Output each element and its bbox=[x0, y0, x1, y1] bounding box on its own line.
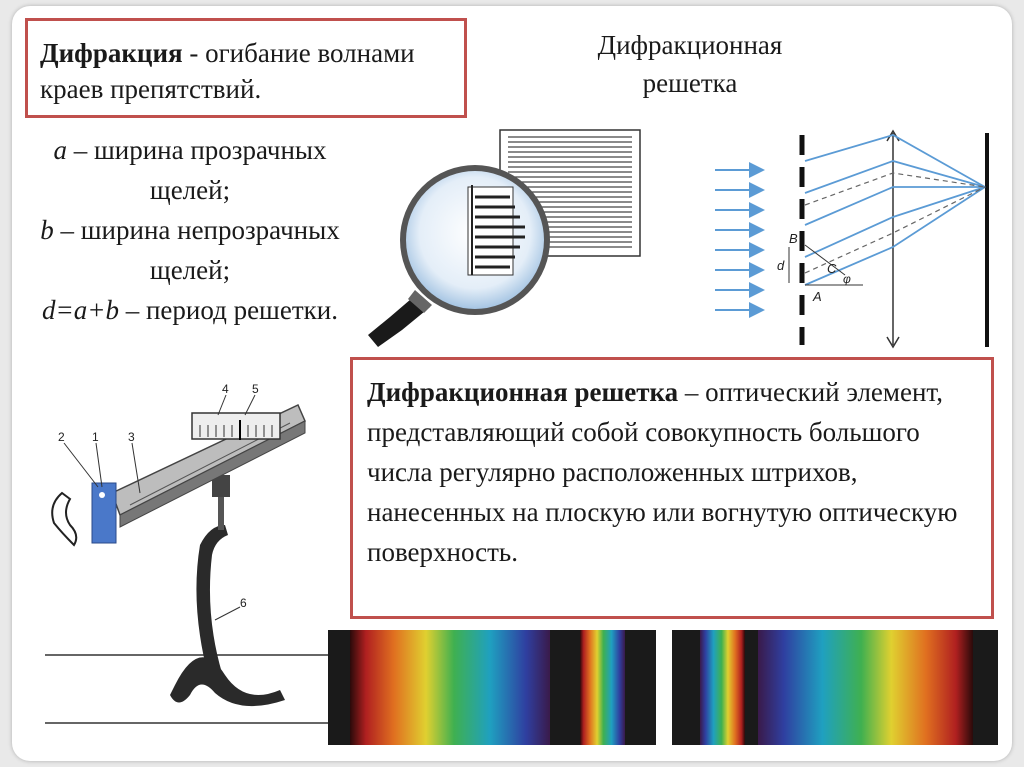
param-b-text: – ширина непрозрачных щелей; bbox=[53, 215, 340, 285]
label-B: B bbox=[789, 231, 798, 246]
scale bbox=[191, 412, 281, 440]
label-A: A bbox=[812, 289, 822, 304]
definition-text: - огибание волнами краев препятствий. bbox=[40, 38, 415, 104]
parameters-text: a – ширина прозрачных щелей; b – ширина … bbox=[20, 130, 360, 330]
diffraction-spectrum bbox=[328, 630, 998, 745]
apparatus-label-1: 1 bbox=[92, 430, 99, 444]
stand-arm bbox=[196, 525, 228, 675]
param-b-symbol: b bbox=[40, 215, 54, 245]
label-d: d bbox=[777, 258, 785, 273]
magnified-lines bbox=[475, 195, 525, 269]
incident-rays bbox=[715, 162, 765, 318]
magnifier-illustration bbox=[368, 129, 641, 347]
grating-title-line1: Дифракционная bbox=[597, 30, 783, 60]
definition-term: Дифракция bbox=[40, 38, 183, 68]
param-d-formula: d=a+b bbox=[42, 295, 119, 325]
apparatus-illustration: 2 1 3 4 5 6 bbox=[45, 382, 340, 724]
grating-title: Дифракционная решетка bbox=[560, 26, 820, 102]
spectrum-order-right-2 bbox=[758, 630, 973, 745]
definition-box: Дифракция - огибание волнами краев препя… bbox=[25, 18, 467, 118]
diffracted-rays bbox=[804, 134, 986, 286]
grating-title-line2: решетка bbox=[642, 68, 738, 98]
param-d: d=a+b – период решетки. bbox=[20, 290, 360, 330]
apparatus-label-3: 3 bbox=[128, 430, 135, 444]
stand-base bbox=[170, 657, 285, 707]
param-a-symbol: a bbox=[53, 135, 67, 165]
label-C: C bbox=[827, 261, 837, 276]
spectrum-order-left-1 bbox=[580, 630, 625, 745]
param-b: b – ширина непрозрачных щелей; bbox=[20, 210, 360, 290]
param-a-text: – ширина прозрачных щелей; bbox=[66, 135, 327, 205]
ray-diagram: B C A d φ bbox=[715, 129, 989, 349]
grating-definition-term: Дифракционная решетка bbox=[367, 377, 679, 407]
grating-definition-box: Дифракционная решетка – оптический элеме… bbox=[350, 357, 994, 619]
apparatus-label-4: 4 bbox=[222, 382, 229, 396]
apparatus-label-5: 5 bbox=[252, 382, 259, 396]
apparatus-label-2: 2 bbox=[58, 430, 65, 444]
magnifier-handle bbox=[368, 293, 430, 347]
label-phi: φ bbox=[843, 272, 851, 286]
apparatus-label-6: 6 bbox=[240, 596, 247, 610]
param-d-text: – период решетки. bbox=[118, 295, 338, 325]
spectrum-order-right-1 bbox=[700, 630, 745, 745]
grating-definition-text: – оптический элемент, представляющий соб… bbox=[367, 377, 958, 567]
grating-holder bbox=[91, 482, 117, 544]
param-a: a – ширина прозрачных щелей; bbox=[20, 130, 360, 210]
spectrum-central-maximum bbox=[656, 630, 672, 745]
spectrum-order-left-2 bbox=[350, 630, 550, 745]
eye bbox=[51, 491, 78, 547]
